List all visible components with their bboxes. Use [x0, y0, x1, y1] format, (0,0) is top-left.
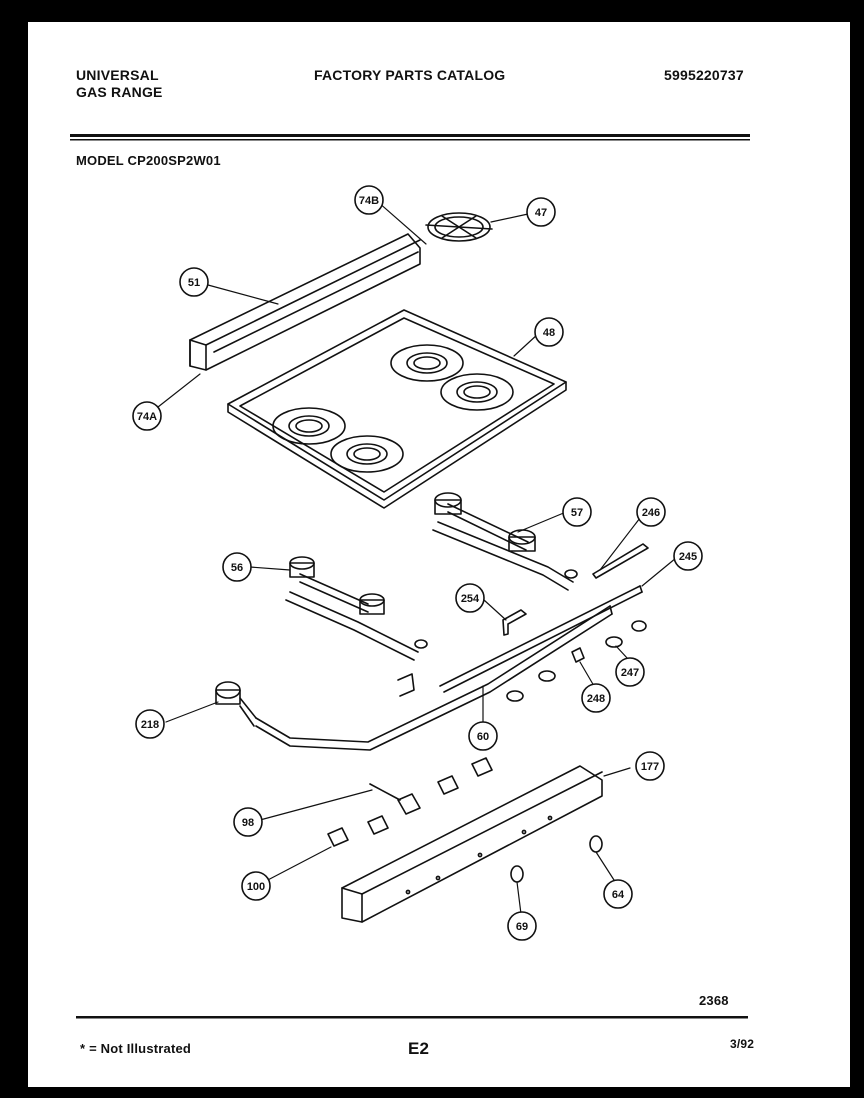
header-rule-bottom [70, 139, 750, 141]
svg-text:51: 51 [188, 277, 200, 289]
drawing-number: 2368 [699, 993, 729, 1008]
page-number: E2 [408, 1039, 430, 1058]
rear-burner-assembly-drawing [432, 492, 578, 591]
callout-218: 218 [135, 709, 165, 739]
callout-60: 60 [468, 721, 498, 751]
parts-catalog-page: UNIVERSAL GAS RANGE FACTORY PARTS CATALO… [28, 22, 850, 1087]
spring-clip-drawing [571, 647, 585, 663]
backguard-drawing [189, 233, 421, 371]
svg-text:47: 47 [535, 207, 547, 219]
cooktop-drawing [227, 309, 567, 509]
svg-text:69: 69 [516, 921, 528, 933]
callout-51: 51 [179, 267, 209, 297]
model-number: MODEL CP200SP2W01 [76, 153, 221, 168]
svg-text:100: 100 [247, 881, 265, 893]
header-rule-top [70, 134, 750, 137]
manifold-pipe-drawing [255, 605, 613, 751]
svg-text:218: 218 [141, 719, 159, 731]
callout-64: 64 [603, 879, 633, 909]
manifold-rod-drawing [439, 585, 643, 693]
regulator-drawing [215, 681, 257, 727]
orifices-drawing [506, 620, 647, 702]
svg-text:60: 60 [477, 731, 489, 743]
knob-left-drawing [510, 865, 524, 883]
svg-text:48: 48 [543, 327, 555, 339]
svg-text:98: 98 [242, 817, 254, 829]
svg-text:246: 246 [642, 507, 660, 519]
valves-drawing [327, 757, 493, 847]
svg-text:254: 254 [461, 593, 480, 605]
leader-lines [157, 201, 677, 915]
svg-text:245: 245 [679, 551, 697, 563]
callout-47: 47 [526, 197, 556, 227]
callout-247: 247 [615, 657, 645, 687]
svg-text:177: 177 [641, 761, 659, 773]
svg-text:248: 248 [587, 693, 605, 705]
callout-labels: 74B 47 51 48 74A 57 [132, 185, 703, 941]
callout-74b: 74B [354, 185, 384, 215]
bracket-drawing [502, 609, 527, 636]
control-panel-drawing [341, 765, 603, 923]
catalog-title: FACTORY PARTS CATALOG [314, 67, 506, 83]
callout-69: 69 [507, 911, 537, 941]
brand-line-2: GAS RANGE [76, 84, 163, 100]
front-burner-assembly-drawing [285, 556, 428, 661]
callout-245: 245 [673, 541, 703, 571]
burner-grate-drawing [425, 212, 493, 242]
tube-clip-drawing [592, 543, 649, 579]
callout-74a: 74A [132, 401, 162, 431]
callout-254: 254 [455, 583, 485, 613]
svg-text:247: 247 [621, 667, 639, 679]
brand-line-1: UNIVERSAL [76, 67, 159, 83]
callout-57: 57 [562, 497, 592, 527]
footer-rule [76, 1016, 748, 1019]
callout-56: 56 [222, 552, 252, 582]
callout-48: 48 [534, 317, 564, 347]
revision-date: 3/92 [730, 1037, 755, 1051]
callout-248: 248 [581, 683, 611, 713]
svg-text:74B: 74B [359, 195, 379, 207]
callout-100: 100 [241, 871, 271, 901]
svg-text:74A: 74A [137, 411, 157, 423]
not-illustrated-legend: * = Not Illustrated [80, 1041, 192, 1056]
svg-text:56: 56 [231, 562, 243, 574]
callout-246: 246 [636, 497, 666, 527]
svg-text:57: 57 [571, 507, 583, 519]
exploded-parts-diagram: 74B 47 51 48 74A 57 [70, 134, 750, 1019]
svg-text:64: 64 [612, 889, 625, 901]
knob-right-drawing [589, 835, 603, 853]
callout-98: 98 [233, 807, 263, 837]
catalog-number: 5995220737 [664, 67, 744, 83]
callout-177: 177 [635, 751, 665, 781]
